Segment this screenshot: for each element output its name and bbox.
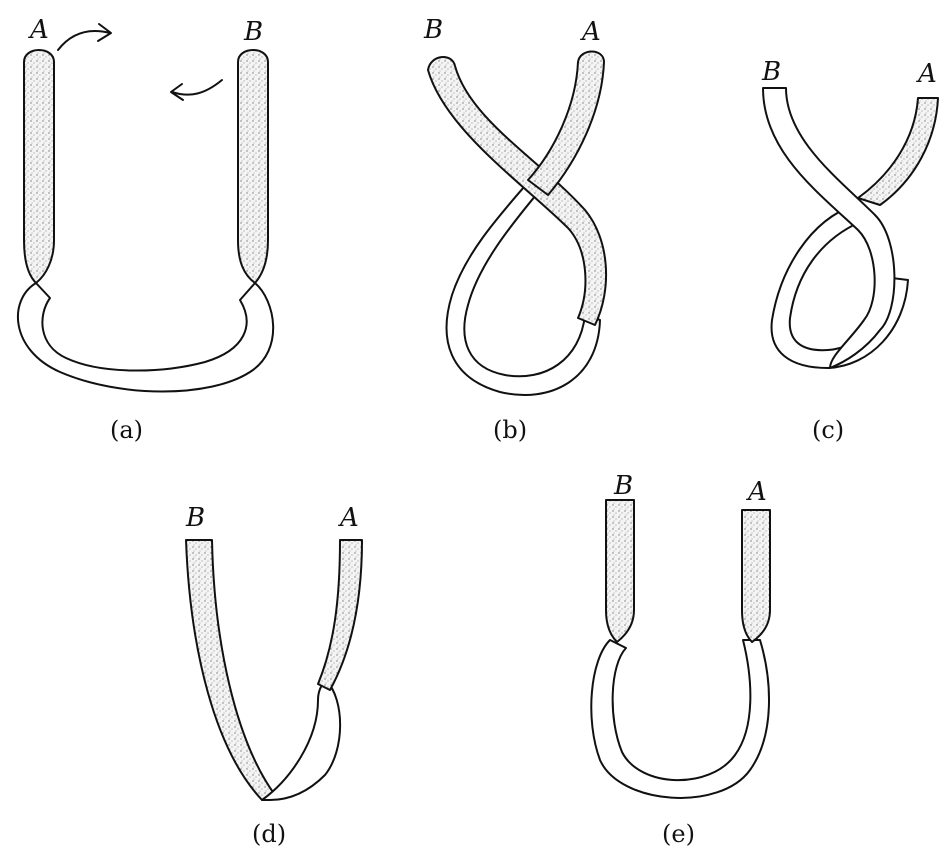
end-label: A (28, 15, 49, 45)
panel-c-strip-a (858, 98, 938, 205)
panel-b-strip-a (528, 52, 604, 196)
end-label: B (243, 17, 263, 47)
panel-label: (b) (493, 416, 527, 444)
end-label: B (613, 471, 633, 501)
panel-a-left-strip (24, 50, 54, 283)
end-label: B (185, 503, 205, 533)
end-label: B (761, 57, 781, 87)
panel-a-right-strip (238, 50, 268, 283)
end-label: B (423, 15, 443, 45)
panel-a: A B (a) (18, 15, 273, 444)
panel-label: (c) (812, 416, 844, 444)
panel-label: (a) (110, 416, 143, 444)
panel-c: B A (c) (761, 57, 938, 444)
panel-e-right-strip (742, 510, 770, 642)
panel-label: (e) (662, 820, 695, 848)
panel-e: B A (e) (591, 471, 770, 848)
panel-e-bottom-loop (591, 640, 769, 798)
panel-d-strip-b (186, 540, 275, 800)
end-label: A (580, 17, 601, 47)
panel-b: B A (b) (423, 15, 606, 444)
panel-a-bottom-loop (18, 283, 273, 392)
panel-label: (d) (252, 820, 286, 848)
panel-d-strip-a-lower (262, 680, 340, 800)
panel-d-strip-a-upper (318, 540, 362, 690)
panel-d: B A (d) (185, 503, 362, 848)
panel-e-left-strip (606, 500, 634, 642)
end-label: A (916, 59, 937, 89)
panel-a-arrow-left (171, 80, 222, 100)
end-label: A (746, 477, 767, 507)
end-label: A (338, 503, 359, 533)
panel-a-arrow-right (58, 24, 111, 50)
